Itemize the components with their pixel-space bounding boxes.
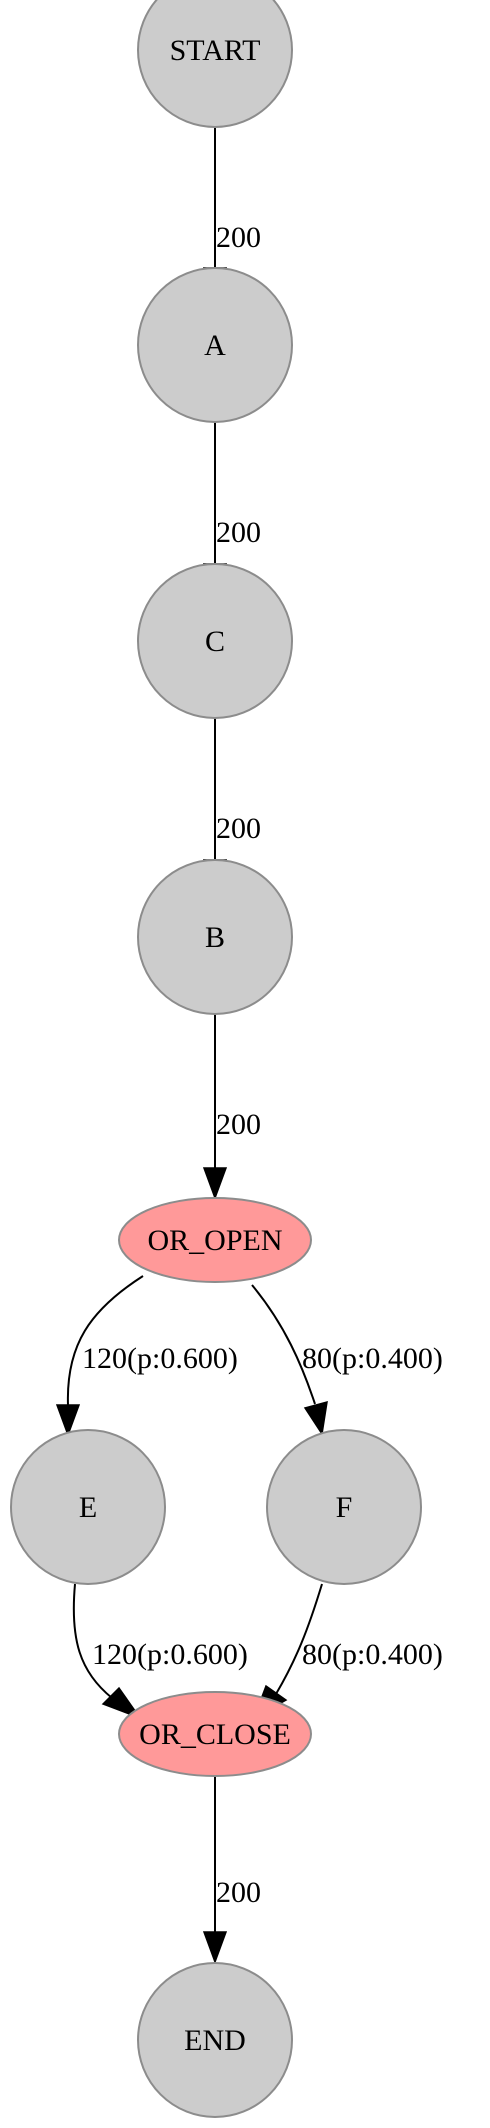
- svg-text:200: 200: [216, 1876, 261, 1909]
- edge-b-or-open: 200: [202, 1014, 261, 1201]
- svg-text:E: E: [79, 1491, 97, 1524]
- svg-text:120(p:0.600): 120(p:0.600): [82, 1342, 238, 1375]
- edge-or-close-end: 200: [202, 1776, 261, 1965]
- svg-text:200: 200: [216, 221, 261, 254]
- edge-a-c: 200: [202, 422, 261, 597]
- svg-text:OR_OPEN: OR_OPEN: [147, 1224, 282, 1257]
- svg-text:C: C: [205, 625, 225, 658]
- node-f: F: [266, 1429, 422, 1585]
- edge-e-or-close: 120(p:0.600): [72, 1583, 248, 1720]
- svg-text:200: 200: [216, 1108, 261, 1141]
- svg-text:OR_CLOSE: OR_CLOSE: [139, 1718, 291, 1751]
- svg-text:200: 200: [216, 812, 261, 845]
- svg-text:F: F: [336, 1491, 353, 1524]
- svg-text:END: END: [184, 2024, 246, 2057]
- node-b: B: [137, 859, 293, 1015]
- svg-text:80(p:0.400): 80(p:0.400): [302, 1638, 443, 1671]
- svg-text:120(p:0.600): 120(p:0.600): [92, 1638, 248, 1671]
- svg-text:START: START: [170, 34, 261, 67]
- node-or-close: OR_CLOSE: [118, 1691, 312, 1777]
- svg-text:B: B: [205, 921, 225, 954]
- svg-text:80(p:0.400): 80(p:0.400): [302, 1342, 443, 1375]
- svg-text:A: A: [204, 329, 226, 362]
- svg-text:200: 200: [216, 516, 261, 549]
- edge-or-open-f: 80(p:0.400): [251, 1284, 443, 1437]
- node-a: A: [137, 267, 293, 423]
- edge-or-open-e: 120(p:0.600): [55, 1275, 238, 1438]
- edge-f-or-close: 80(p:0.400): [252, 1583, 443, 1720]
- node-e: E: [10, 1429, 166, 1585]
- node-c: C: [137, 563, 293, 719]
- node-start: START: [137, 0, 293, 128]
- node-or-open: OR_OPEN: [118, 1197, 312, 1283]
- node-end: END: [137, 1962, 293, 2118]
